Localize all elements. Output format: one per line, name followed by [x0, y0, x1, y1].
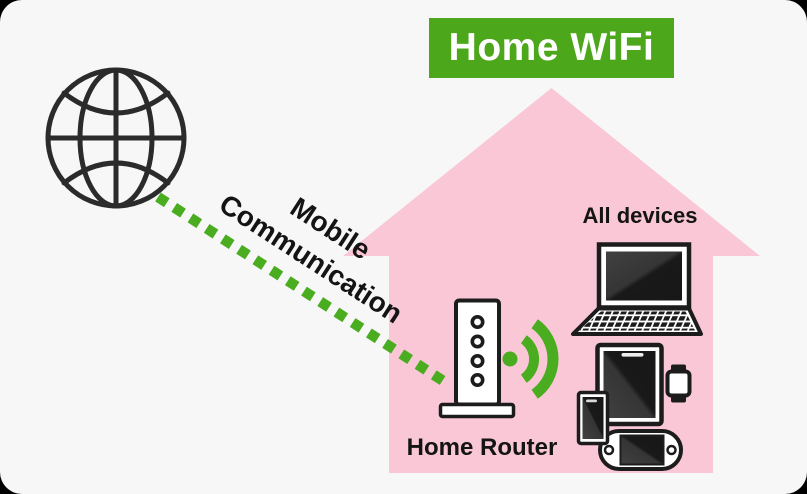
game-console-icon [598, 429, 683, 471]
wifi-signal-icon [502, 319, 559, 399]
home-router-label: Home Router [406, 434, 558, 461]
tablet-icon [595, 342, 664, 427]
globe-icon [45, 67, 187, 209]
home-wifi-banner: Home WiFi [429, 18, 674, 78]
smartphone-icon [576, 390, 610, 446]
home-wifi-banner-label: Home WiFi [448, 26, 655, 69]
router-icon [438, 298, 516, 419]
laptop-icon [571, 242, 703, 336]
smartwatch-icon [665, 364, 692, 403]
all-devices-label: All devices [582, 203, 698, 228]
